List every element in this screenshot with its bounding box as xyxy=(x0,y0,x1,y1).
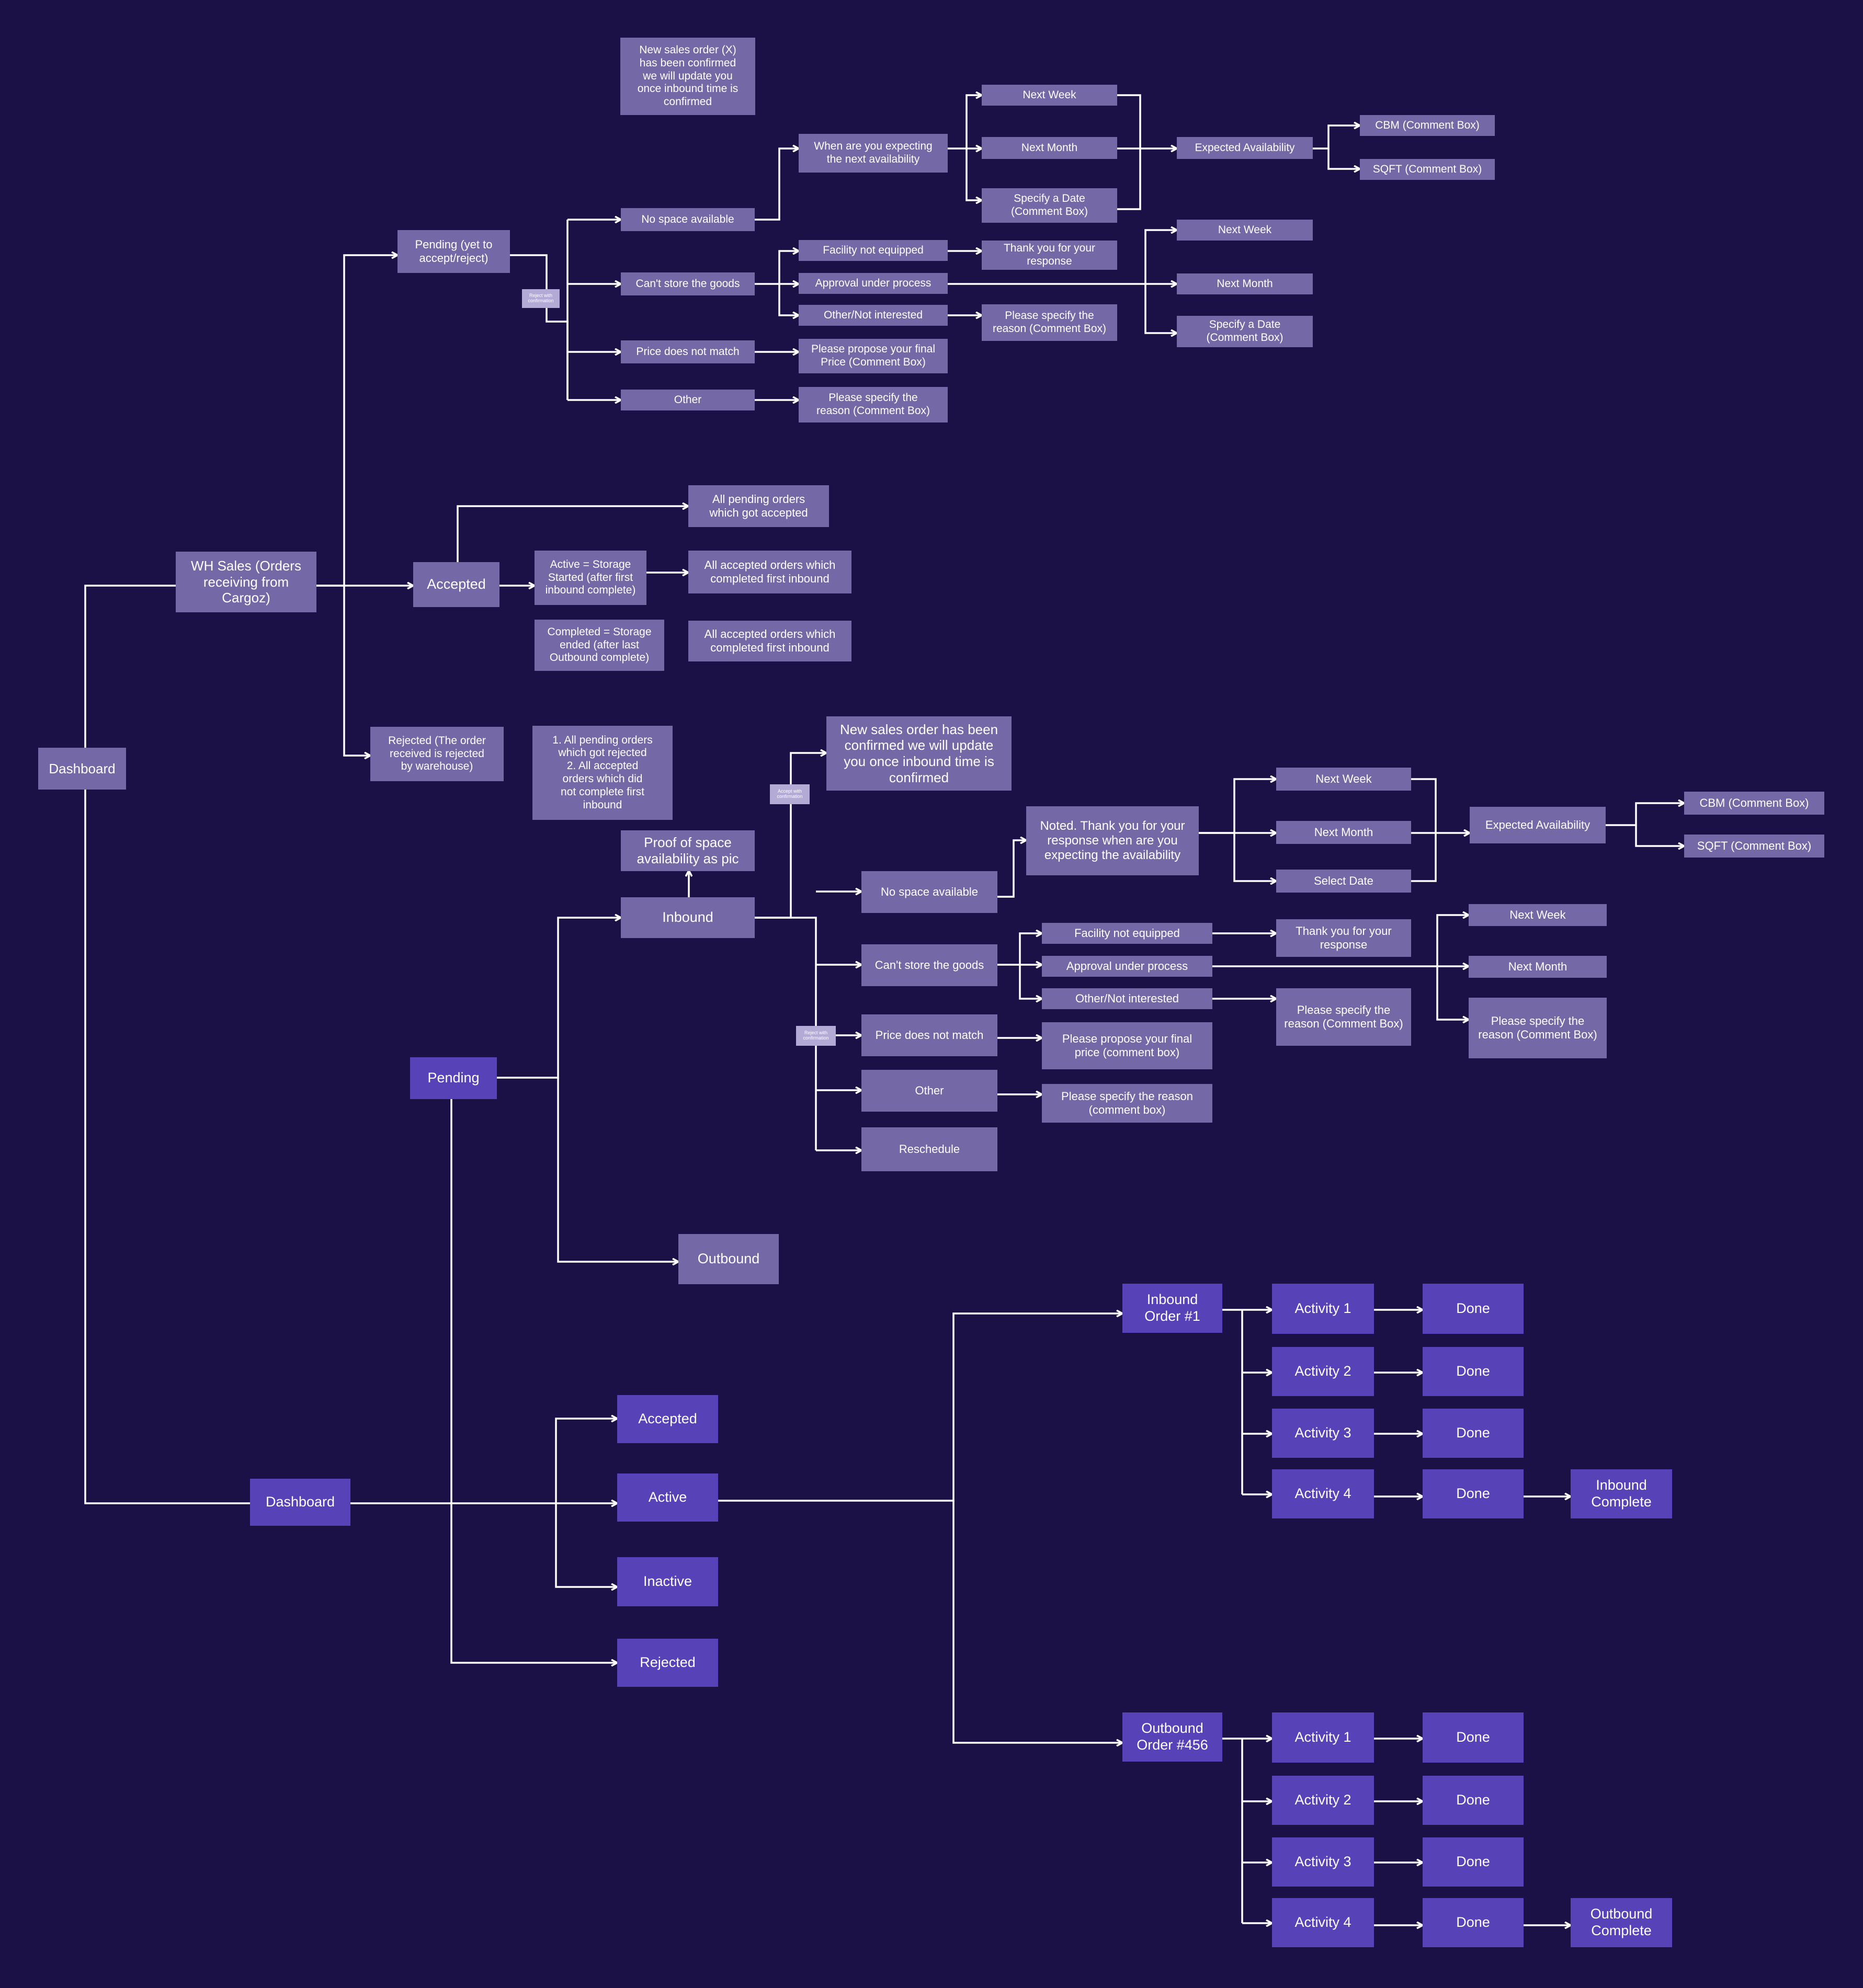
completed-storage-ended[interactable]: Completed = Storage ended (after last Ou… xyxy=(535,620,664,671)
option-other[interactable]: Other xyxy=(621,390,755,410)
option-next-week-2[interactable]: Next Week xyxy=(1177,220,1313,241)
inbound-done-1[interactable]: Done xyxy=(1423,1284,1524,1334)
inbound-done-4[interactable]: Done xyxy=(1423,1469,1524,1518)
inbound-no-space-available[interactable]: No space available xyxy=(861,871,997,913)
outbound-node[interactable]: Outbound xyxy=(678,1234,779,1284)
inbound-order-node[interactable]: Inbound Order #1 xyxy=(1122,1284,1222,1333)
when-expecting-availability[interactable]: When are you expecting the next availabi… xyxy=(799,134,948,173)
dashboard-accepted[interactable]: Accepted xyxy=(617,1395,718,1443)
inbound-other-specify-reason[interactable]: Please specify the reason (comment box) xyxy=(1042,1084,1212,1123)
expected-availability[interactable]: Expected Availability xyxy=(1177,137,1313,159)
outbound-done-3[interactable]: Done xyxy=(1423,1837,1524,1887)
option-specify-date[interactable]: Specify a Date (Comment Box) xyxy=(982,188,1117,223)
inbound-price-not-match[interactable]: Price does not match xyxy=(861,1014,997,1056)
option-next-month[interactable]: Next Month xyxy=(982,137,1117,159)
new-sales-order-note: New sales order (X) has been confirmed w… xyxy=(620,38,755,115)
reason-approval-under-process[interactable]: Approval under process xyxy=(799,273,948,294)
inbound-activity-1[interactable]: Activity 1 xyxy=(1272,1284,1374,1334)
new-sales-order-confirmed-note: New sales order has been confirmed we wi… xyxy=(826,716,1012,791)
please-specify-reason[interactable]: Please specify the reason (Comment Box) xyxy=(982,304,1117,341)
inbound-cant-store-goods[interactable]: Can't store the goods xyxy=(861,944,997,986)
dashboard-rejected[interactable]: Rejected xyxy=(617,1639,718,1687)
inbound-done-3[interactable]: Done xyxy=(1423,1409,1524,1458)
proof-of-space-node: Proof of space availability as pic xyxy=(621,830,755,871)
option-next-month-2[interactable]: Next Month xyxy=(1177,273,1313,294)
inbound-select-date[interactable]: Select Date xyxy=(1276,870,1411,893)
outbound-activity-2[interactable]: Activity 2 xyxy=(1272,1776,1374,1825)
pending-node[interactable]: Pending xyxy=(410,1057,497,1099)
inbound-sqft-comment-box[interactable]: SQFT (Comment Box) xyxy=(1684,835,1824,858)
inbound-node[interactable]: Inbound xyxy=(621,897,755,938)
other-specify-reason[interactable]: Please specify the reason (Comment Box) xyxy=(799,387,948,422)
cbm-comment-box[interactable]: CBM (Comment Box) xyxy=(1360,115,1495,136)
option-cant-store-goods[interactable]: Can't store the goods xyxy=(621,272,755,295)
thank-you-response: Thank you for your response xyxy=(982,241,1117,270)
inbound-thank-you: Thank you for your response xyxy=(1276,919,1411,957)
inbound-expected-availability[interactable]: Expected Availability xyxy=(1470,807,1606,843)
inbound-reason-facility[interactable]: Facility not equipped xyxy=(1042,923,1212,944)
outbound-activity-3[interactable]: Activity 3 xyxy=(1272,1837,1374,1887)
reason-other-not-interested[interactable]: Other/Not interested xyxy=(799,305,948,326)
inbound-activity-4[interactable]: Activity 4 xyxy=(1272,1469,1374,1518)
inbound-cbm-comment-box[interactable]: CBM (Comment Box) xyxy=(1684,792,1824,815)
rejected-criteria-note: 1. All pending orders which got rejected… xyxy=(532,726,673,820)
propose-final-price[interactable]: Please propose your final Price (Comment… xyxy=(799,339,948,373)
inbound-done-2[interactable]: Done xyxy=(1423,1347,1524,1396)
active-storage-started[interactable]: Active = Storage Started (after first in… xyxy=(535,551,646,605)
inbound-other[interactable]: Other xyxy=(861,1070,997,1112)
option-next-week[interactable]: Next Week xyxy=(982,85,1117,106)
option-specify-date-2[interactable]: Specify a Date (Comment Box) xyxy=(1177,316,1313,347)
inbound-propose-final-price[interactable]: Please propose your final price (comment… xyxy=(1042,1022,1212,1069)
inbound-please-specify-reason-2[interactable]: Please specify the reason (Comment Box) xyxy=(1469,998,1607,1058)
completed-description-note: All accepted orders which completed firs… xyxy=(688,621,851,661)
outbound-done-1[interactable]: Done xyxy=(1423,1712,1524,1763)
accepted-node[interactable]: Accepted xyxy=(413,562,499,607)
sqft-comment-box[interactable]: SQFT (Comment Box) xyxy=(1360,159,1495,180)
inbound-next-month[interactable]: Next Month xyxy=(1276,821,1411,844)
reject-with-confirmation-tag-2: Reject with confirmation xyxy=(796,1026,836,1046)
inbound-activity-2[interactable]: Activity 2 xyxy=(1272,1347,1374,1396)
inbound-reason-other-not-interested[interactable]: Other/Not interested xyxy=(1042,988,1212,1009)
outbound-done-2[interactable]: Done xyxy=(1423,1776,1524,1825)
dashboard-inactive[interactable]: Inactive xyxy=(617,1557,718,1606)
wh-sales-node[interactable]: WH Sales (Orders receiving from Cargoz) xyxy=(176,552,316,612)
inbound-next-week[interactable]: Next Week xyxy=(1276,768,1411,791)
outbound-order-node[interactable]: Outbound Order #456 xyxy=(1122,1712,1222,1762)
reason-facility-not-equipped[interactable]: Facility not equipped xyxy=(799,240,948,261)
dashboard-active[interactable]: Active xyxy=(617,1473,718,1522)
inbound-reschedule[interactable]: Reschedule xyxy=(861,1127,997,1171)
inbound-please-specify-reason[interactable]: Please specify the reason (Comment Box) xyxy=(1276,988,1411,1046)
option-price-not-match[interactable]: Price does not match xyxy=(621,340,755,363)
all-pending-accepted-note: All pending orders which got accepted xyxy=(688,485,829,527)
reject-with-confirmation-tag: Reject with confirmation xyxy=(522,289,560,308)
rejected-top-node[interactable]: Rejected (The order received is rejected… xyxy=(370,727,504,781)
noted-expecting-availability[interactable]: Noted. Thank you for your response when … xyxy=(1026,806,1199,875)
outbound-activity-1[interactable]: Activity 1 xyxy=(1272,1712,1374,1763)
inbound-reason-approval[interactable]: Approval under process xyxy=(1042,956,1212,977)
active-description-note: All accepted orders which completed firs… xyxy=(688,551,851,593)
accept-with-confirmation-tag: Accept with confirmation xyxy=(770,784,810,804)
option-no-space-available[interactable]: No space available xyxy=(621,208,755,231)
outbound-done-4[interactable]: Done xyxy=(1423,1898,1524,1947)
inbound-next-month-2[interactable]: Next Month xyxy=(1469,956,1607,978)
inbound-complete-node[interactable]: Inbound Complete xyxy=(1571,1469,1672,1518)
outbound-activity-4[interactable]: Activity 4 xyxy=(1272,1898,1374,1947)
outbound-complete-node[interactable]: Outbound Complete xyxy=(1571,1898,1672,1947)
inbound-next-week-2[interactable]: Next Week xyxy=(1469,904,1607,926)
dashboard-bottom-node[interactable]: Dashboard xyxy=(250,1479,350,1526)
pending-yet-node[interactable]: Pending (yet to accept/reject) xyxy=(397,230,510,273)
inbound-activity-3[interactable]: Activity 3 xyxy=(1272,1409,1374,1458)
dashboard-top-node[interactable]: Dashboard xyxy=(38,748,126,790)
